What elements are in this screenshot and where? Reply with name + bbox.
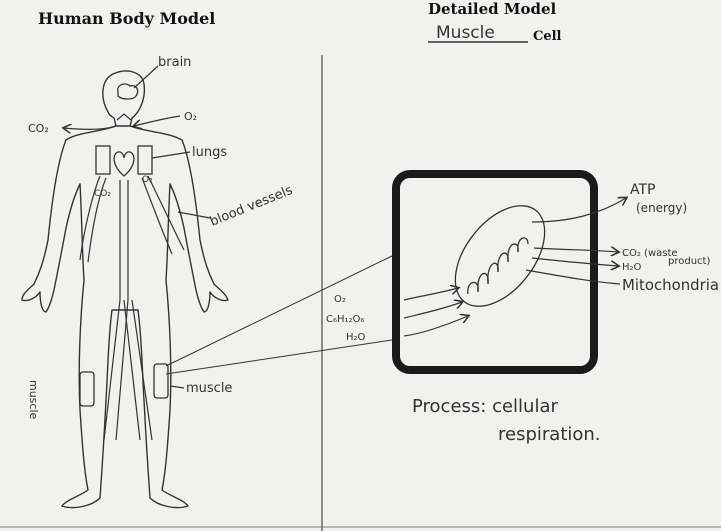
brain-pointer bbox=[134, 66, 158, 88]
h2o-output-label: H₂O bbox=[622, 262, 642, 273]
process-label: Process: cellular bbox=[412, 396, 558, 417]
muscle-right-label: muscle bbox=[186, 381, 232, 396]
co2-output-arrow bbox=[534, 248, 618, 252]
o2-input-label: O₂ bbox=[334, 294, 346, 305]
mitochondria-label: Mitochondria bbox=[622, 276, 719, 294]
right-leg-muscle bbox=[154, 364, 168, 398]
waste-note: product) bbox=[668, 256, 710, 267]
o2-inhale-label: O₂ bbox=[184, 110, 197, 123]
brain-label: brain bbox=[158, 55, 191, 70]
vessel-o2-tag: O₂ bbox=[142, 175, 153, 185]
muscle-pointer bbox=[170, 386, 184, 388]
co2-exhale-label: CO₂ bbox=[28, 122, 49, 135]
h2o-input-label: H₂O bbox=[346, 332, 366, 343]
vessel-co2-tag: CO₂ bbox=[94, 189, 111, 199]
o2-inhale-arrow bbox=[134, 116, 180, 126]
left-leg-muscle bbox=[80, 372, 94, 406]
human-body-model-heading: Human Body Model bbox=[38, 9, 215, 28]
muscle-cell-border bbox=[396, 174, 594, 370]
glucose-input-arrow bbox=[404, 302, 462, 318]
h2o-output-arrow bbox=[532, 258, 618, 266]
blood-vessels-label: blood vessels bbox=[208, 183, 295, 230]
cell-heading-suffix: Cell bbox=[533, 29, 562, 44]
left-lung bbox=[96, 146, 110, 174]
lungs-pointer bbox=[152, 152, 190, 158]
blood-vessels-pointer bbox=[178, 212, 210, 218]
detailed-model-heading: Detailed Model bbox=[428, 0, 556, 18]
atp-output-arrow bbox=[532, 198, 626, 222]
human-body-outline bbox=[22, 71, 228, 508]
atp-label: ATP bbox=[630, 182, 655, 198]
mitochondria-pointer bbox=[526, 270, 620, 284]
right-lung bbox=[138, 146, 152, 174]
o2-input-arrow bbox=[404, 288, 458, 300]
lungs-label: lungs bbox=[192, 145, 227, 160]
heart-shape bbox=[114, 152, 134, 176]
mitochondrion bbox=[437, 189, 562, 322]
brain-shape bbox=[118, 84, 138, 99]
process-value: respiration. bbox=[498, 424, 601, 445]
cell-type-fill: Muscle bbox=[436, 23, 495, 43]
h2o-input-arrow bbox=[404, 316, 468, 336]
muscle-left-label: muscle bbox=[27, 380, 40, 420]
atp-note: (energy) bbox=[636, 201, 687, 215]
mouth-mark bbox=[117, 114, 131, 120]
glucose-input-label: C₆H₁₂O₆ bbox=[326, 314, 364, 325]
